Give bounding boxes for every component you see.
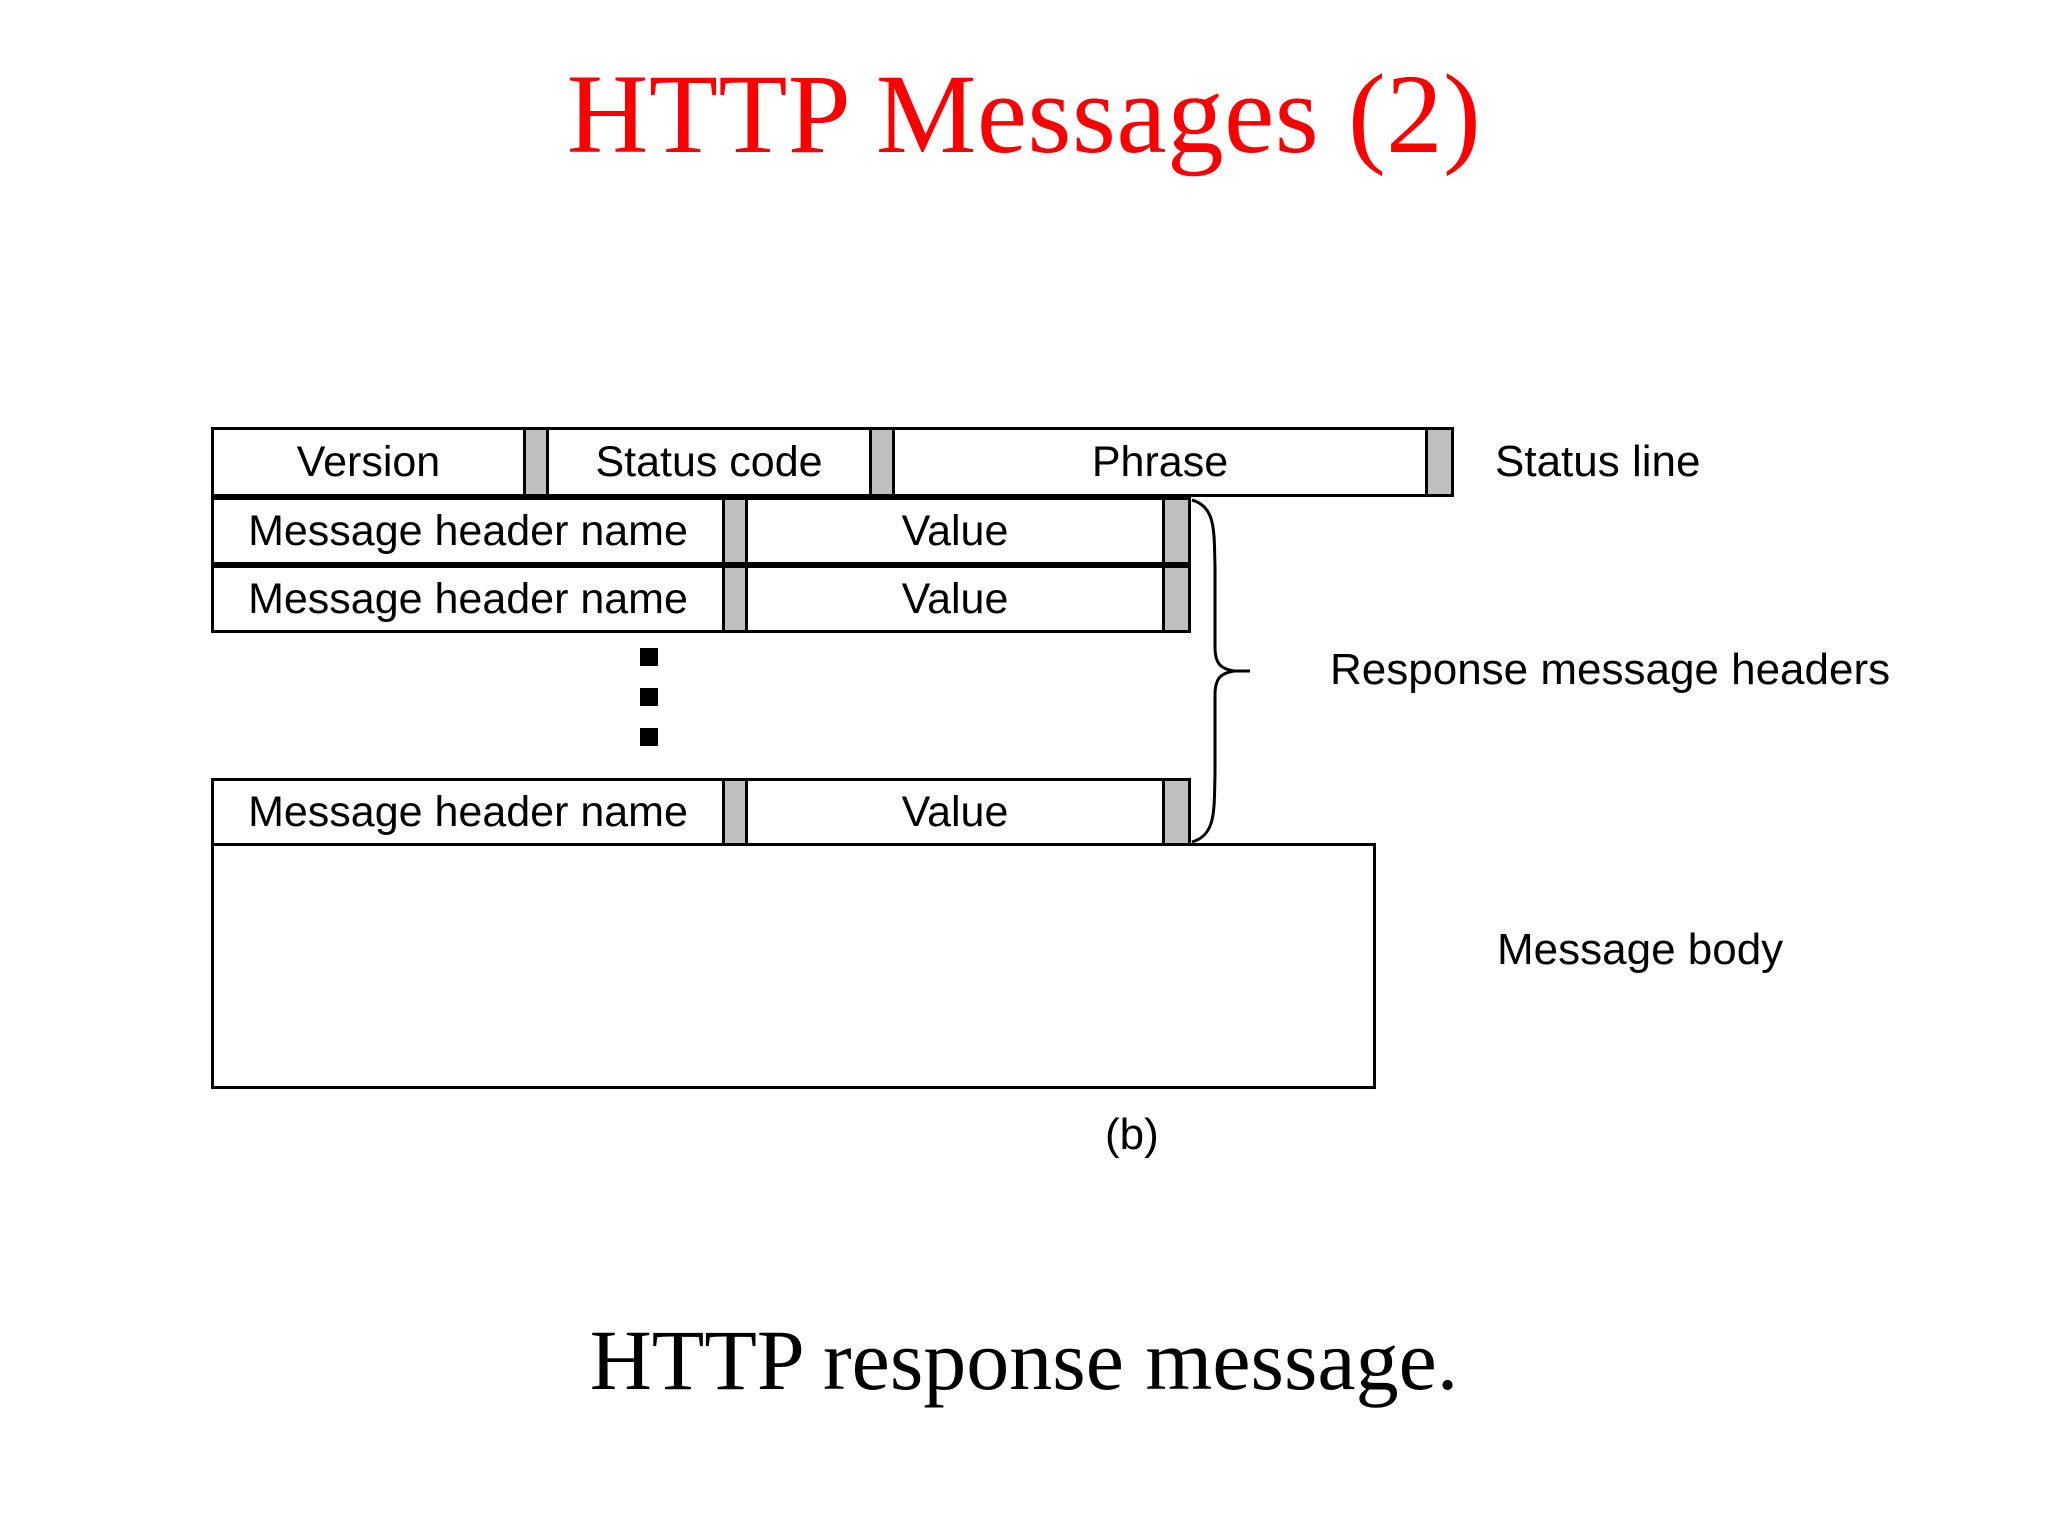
ellipsis-dot [640, 688, 658, 706]
message-header-row: Message header name Value [211, 778, 1191, 846]
message-header-row: Message header name Value [211, 497, 1191, 565]
status-line-status-code-cell: Status code [549, 430, 869, 494]
message-header-name-cell: Message header name [214, 568, 722, 630]
message-header-value-cell: Value [748, 500, 1162, 562]
ellipsis-dot [640, 728, 658, 746]
field-separator-icon [722, 781, 748, 843]
message-header-name-cell: Message header name [214, 781, 722, 843]
curly-brace-icon [1191, 498, 1250, 844]
field-separator-icon [523, 430, 549, 494]
field-separator-icon [722, 568, 748, 630]
line-terminator-separator-icon [1162, 568, 1188, 630]
message-header-value-cell: Value [748, 568, 1162, 630]
line-terminator-separator-icon [1162, 781, 1188, 843]
message-header-row: Message header name Value [211, 565, 1191, 633]
ellipsis-dot [640, 648, 658, 666]
message-body-box [211, 843, 1376, 1089]
message-header-value-cell: Value [748, 781, 1162, 843]
figure-letter-caption: (b) [1105, 1110, 1159, 1159]
vertical-ellipsis-icon [640, 648, 670, 758]
field-separator-icon [722, 500, 748, 562]
line-terminator-separator-icon [1162, 500, 1188, 562]
message-header-name-cell: Message header name [214, 500, 722, 562]
line-terminator-separator-icon [1425, 430, 1451, 494]
field-separator-icon [869, 430, 895, 494]
status-line-version-cell: Version [214, 430, 523, 494]
page-title: HTTP Messages (2) [566, 52, 1482, 177]
status-line-phrase-cell: Phrase [895, 430, 1425, 494]
message-body-label: Message body [1497, 925, 1784, 974]
slide-caption: HTTP response message. [589, 1312, 1459, 1408]
status-line-label: Status line [1495, 437, 1701, 486]
response-message-headers-label: Response message headers [1330, 645, 1891, 694]
status-line-row: Version Status code Phrase [211, 427, 1454, 497]
